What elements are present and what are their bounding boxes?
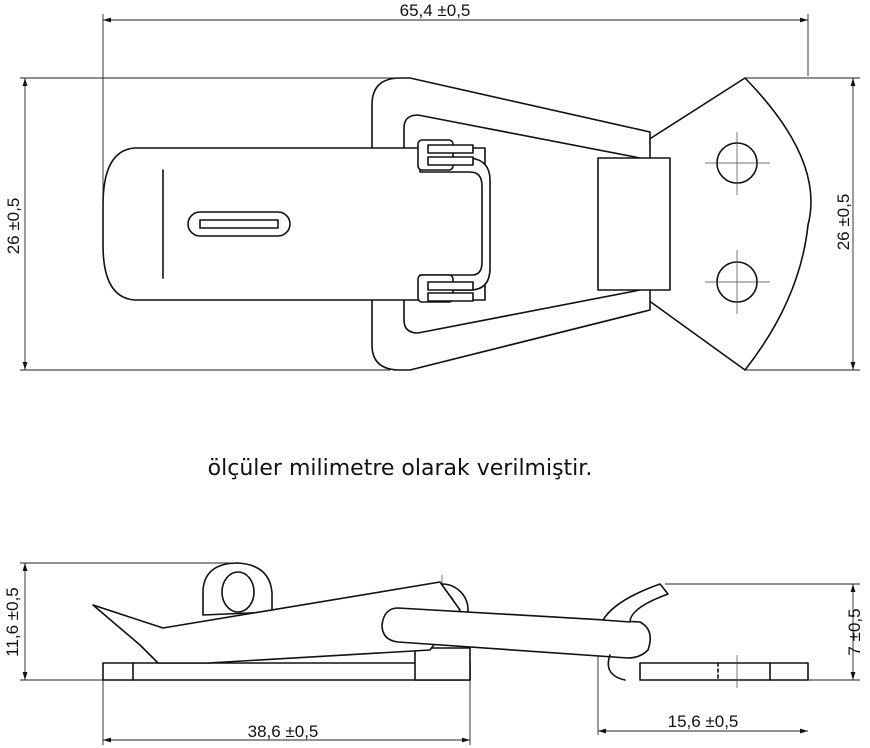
dimension-catch-length: 15,6 ±0,5 <box>668 712 739 731</box>
hinge-block <box>597 157 671 291</box>
ring-eye <box>202 562 273 616</box>
dimension-left-height: 26 ±0,5 <box>4 198 23 255</box>
hinge-knuckle-bottom <box>417 274 474 303</box>
hasp-lever <box>92 581 461 664</box>
dimension-catch-height: 7 ±0,5 <box>845 608 864 655</box>
dimension-overall-length: 65,4 ±0,5 <box>400 1 471 20</box>
top-view: 65,4 ±0,5 26 ±0,5 26 ±0,5 <box>4 1 860 371</box>
catch-plate-side <box>639 655 809 688</box>
hasp-slot <box>187 211 291 237</box>
dimension-base-length: 38,6 ±0,5 <box>248 722 319 741</box>
dimension-right-height: 26 ±0,5 <box>834 194 853 251</box>
base-plate <box>102 647 471 681</box>
mounting-hole-bottom <box>705 250 770 314</box>
dimension-lines-top <box>20 14 860 371</box>
dimension-side-height: 11,6 ±0,5 <box>3 587 22 657</box>
hinge-knuckle-top <box>417 139 474 171</box>
catch-hook <box>602 583 669 623</box>
hasp-plate <box>102 147 486 301</box>
catch-plate <box>647 77 812 371</box>
units-note: ölçüler milimetre olarak verilmiştir. <box>208 456 593 481</box>
catch-bend <box>607 654 626 681</box>
side-view: 11,6 ±0,5 38,6 ±0,5 7 ±0,5 15,6 ±0,5 <box>3 562 864 745</box>
bail-link <box>381 607 651 659</box>
mounting-hole-top <box>705 132 770 195</box>
